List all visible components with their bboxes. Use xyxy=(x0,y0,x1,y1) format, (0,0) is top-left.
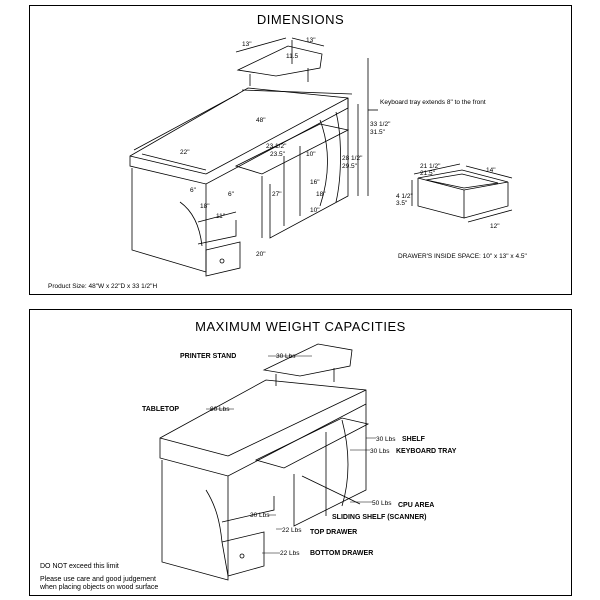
w-value-sliding-shelf: 30 Lbs xyxy=(250,512,270,519)
label-bottom-10: 10" xyxy=(310,207,320,214)
bottom-drawer xyxy=(205,241,241,277)
tabletop xyxy=(129,87,349,185)
w-value-top-drawer: 22 Lbs xyxy=(282,527,302,534)
dimensions-panel: DIMENSIONS xyxy=(29,5,572,295)
tray-note: Keyboard tray extends 8" to the front xyxy=(380,99,486,106)
desk-dimension-drawing: 13" 13" 11.5 48" 22" 23 1/2" 23.5" 33 1/… xyxy=(48,37,528,290)
left-cabinet xyxy=(131,168,207,273)
label-stand-w1: 13" xyxy=(242,41,252,48)
w-scanner-shelf xyxy=(221,496,275,523)
label-stand-h: 11.5 xyxy=(286,53,299,60)
w-label-bottom-drawer: BOTTOM DRAWER xyxy=(310,550,373,557)
label-h-tray2: 29.5" xyxy=(342,163,358,170)
label-h-tray1: 28 1/2" xyxy=(342,155,363,162)
w-value-bottom-drawer: 22 Lbs xyxy=(280,550,300,557)
label-cpu-h: 16" xyxy=(310,179,320,186)
drawer-inside-space: DRAWER'S INSIDE SPACE: 10" x 13" x 4.5" xyxy=(398,253,528,260)
w-bottom-drawer xyxy=(221,531,265,577)
label-cpu-d: 18" xyxy=(316,191,326,198)
label-left-6b: 6" xyxy=(228,191,235,198)
label-bottom-20: 20" xyxy=(256,251,266,258)
right-cabinet xyxy=(269,98,349,239)
label-side-d: 18" xyxy=(200,203,210,210)
label-cpu-w: 10" xyxy=(306,151,316,158)
label-h-total1: 33 1/2" xyxy=(370,121,391,128)
label-h-total2: 31.5" xyxy=(370,129,386,136)
label-tray-w2: 23.5" xyxy=(270,151,286,158)
w-label-printer-stand: PRINTER STAND xyxy=(180,353,236,360)
w-value-printer-stand: 30 Lbs xyxy=(276,353,296,360)
warning-note: DO NOT exceed this limit xyxy=(40,563,119,570)
printer-stand-top xyxy=(236,45,323,77)
w-value-keyboard-tray: 30 Lbs xyxy=(370,448,390,455)
label-shelf-h: 27" xyxy=(272,191,282,198)
w-label-top-drawer: TOP DRAWER xyxy=(310,529,357,536)
label-top-d: 22" xyxy=(180,149,190,156)
w-label-keyboard-tray: KEYBOARD TRAY xyxy=(396,448,457,455)
w-value-cpu-area: 50 Lbs xyxy=(372,500,392,507)
w-label-sliding-shelf: SLIDING SHELF (SCANNER) xyxy=(332,514,427,521)
product-size: Product Size: 48"W x 22"D x 33 1/2"H xyxy=(48,283,157,290)
w-label-tabletop: TABLETOP xyxy=(142,406,179,413)
weight-capacities-panel: MAXIMUM WEIGHT CAPACITIES xyxy=(29,309,572,596)
label-left-11: 11" xyxy=(216,213,226,220)
scanner-shelf xyxy=(197,211,237,223)
w-right-cabinet xyxy=(293,404,367,527)
advice-line-2: when placing objects on wood surface xyxy=(40,584,159,591)
w-value-shelf: 30 Lbs xyxy=(376,436,396,443)
drawer-front xyxy=(417,178,465,219)
w-value-tabletop: 80 Lbs xyxy=(210,406,230,413)
label-stand-w2: 13" xyxy=(306,37,316,44)
label-left-6: 6" xyxy=(190,187,197,194)
w-keyboard-tray xyxy=(254,417,370,469)
drawer-h-side1: 4 1/2" xyxy=(396,193,413,200)
label-top-w: 48" xyxy=(256,117,266,124)
w-printer-stand xyxy=(262,343,353,377)
drawer-h-side2: 3.5" xyxy=(396,200,408,207)
drawer-w-top2: 21.5" xyxy=(420,170,436,177)
weight-title: MAXIMUM WEIGHT CAPACITIES xyxy=(195,319,406,334)
drawer-w-top1: 21 1/2" xyxy=(420,163,441,170)
desk-weight-drawing: PRINTER STAND 30 Lbs TABLETOP 80 Lbs 30 … xyxy=(142,343,457,581)
w-label-cpu-area: CPU AREA xyxy=(398,502,434,509)
advice-line-1: Please use care and good judgement xyxy=(40,576,156,583)
w-label-shelf: SHELF xyxy=(402,436,426,443)
label-tray-w1: 23 1/2" xyxy=(266,143,287,150)
drawer-d-top: 14" xyxy=(486,167,496,174)
dimensions-title: DIMENSIONS xyxy=(256,12,345,27)
drawer-d-side: 12" xyxy=(490,223,500,230)
w-left-cabinet xyxy=(161,460,229,581)
